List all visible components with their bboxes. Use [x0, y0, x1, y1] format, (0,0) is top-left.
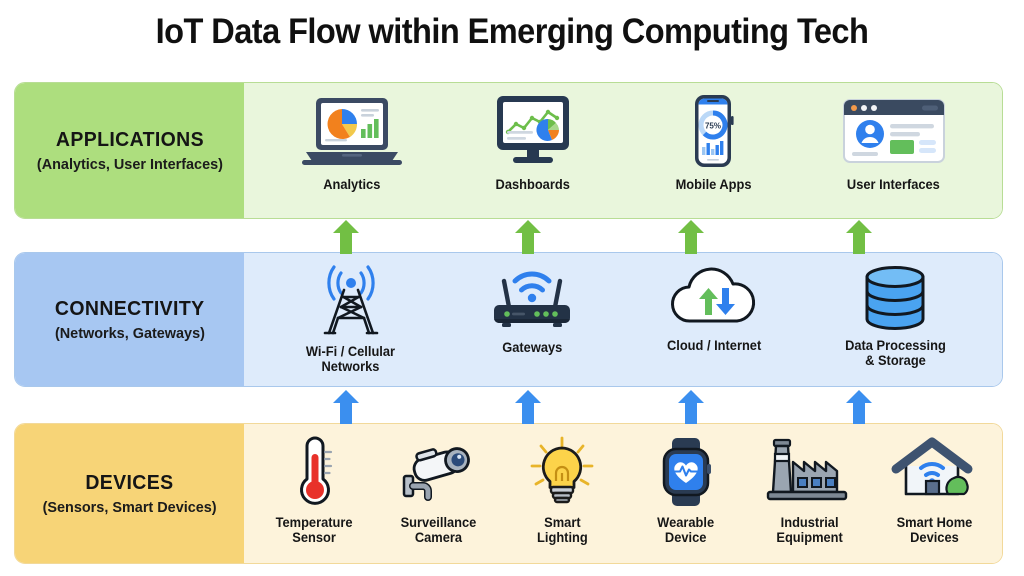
node-gateways-caption: Gateways [502, 340, 563, 355]
node-cloud-internet[interactable]: Cloud / Internet [634, 263, 794, 353]
node-gateways[interactable]: Gateways [452, 263, 612, 355]
page-title: IoT Data Flow within Emerging Computing … [155, 12, 869, 51]
arrow-up-blue-4 [846, 390, 872, 426]
node-smart-home-caption: Smart Home Devices [896, 515, 972, 545]
laptop-pie-bar-chart-icon [298, 94, 406, 172]
layer-applications-title: APPLICATIONS [55, 128, 204, 151]
layer-applications-subtitle: (Analytics, User Interfaces) [36, 156, 223, 173]
layer-connectivity-content: Wi-Fi / Cellular Networks [244, 253, 1002, 386]
node-data-storage-caption: Data Processing & Storage [844, 338, 946, 368]
layer-connectivity: CONNECTIVITY (Networks, Gateways) [14, 252, 1003, 387]
node-smart-lighting[interactable]: Smart Lighting [500, 436, 624, 545]
layer-devices-title: DEVICES [85, 471, 174, 494]
node-mobile-apps[interactable]: 75% Mobile Apps [633, 94, 793, 192]
browser-window-profile-icon [834, 94, 954, 172]
node-user-interfaces-caption: User Interfaces [847, 177, 941, 192]
cctv-camera-icon [392, 436, 484, 510]
cloud-upload-download-icon [660, 263, 768, 333]
layer-devices: DEVICES (Sensors, Smart Devices) [14, 423, 1003, 564]
thermometer-icon [283, 436, 345, 510]
house-wifi-icon [888, 436, 980, 510]
layer-applications-label: APPLICATIONS (Analytics, User Interfaces… [15, 83, 244, 218]
arrow-up-blue-2 [515, 390, 541, 426]
layer-devices-subtitle: (Sensors, Smart Devices) [42, 499, 217, 516]
layer-applications: APPLICATIONS (Analytics, User Interfaces… [14, 82, 1003, 219]
arrow-up-green-1 [333, 220, 359, 256]
layer-applications-content: Analytics [244, 83, 1002, 218]
cell-tower-icon [303, 263, 399, 339]
node-smart-lighting-caption: Smart Lighting [536, 515, 588, 545]
node-surveillance-camera[interactable]: Surveillance Camera [376, 436, 500, 545]
node-wearable-device-caption: Wearable Device [657, 515, 715, 545]
arrow-up-green-3 [678, 220, 704, 256]
mobile-apps-percentage: 75% [705, 122, 721, 131]
node-temperature-sensor[interactable]: Temperature Sensor [252, 436, 376, 545]
light-bulb-icon [524, 436, 600, 510]
monitor-line-pie-chart-icon [479, 94, 587, 172]
layer-devices-label: DEVICES (Sensors, Smart Devices) [15, 424, 244, 563]
node-mobile-apps-caption: Mobile Apps [675, 177, 752, 192]
smartwatch-heart-icon [648, 436, 724, 510]
layer-connectivity-title: CONNECTIVITY [54, 297, 205, 320]
node-dashboards[interactable]: Dashboards [453, 94, 613, 192]
node-wifi-cellular[interactable]: Wi-Fi / Cellular Networks [271, 263, 431, 374]
node-industrial-equipment-caption: Industrial Equipment [776, 515, 844, 545]
layer-connectivity-label: CONNECTIVITY (Networks, Gateways) [15, 253, 244, 386]
node-surveillance-camera-caption: Surveillance Camera [400, 515, 476, 545]
arrow-up-blue-3 [678, 390, 704, 426]
node-wifi-cellular-caption: Wi-Fi / Cellular Networks [306, 344, 396, 374]
node-smart-home[interactable]: Smart Home Devices [872, 436, 996, 545]
factory-icon [762, 436, 858, 510]
database-cylinder-icon [849, 263, 941, 333]
node-dashboards-caption: Dashboards [495, 177, 570, 192]
node-cloud-internet-caption: Cloud / Internet [666, 338, 761, 353]
node-user-interfaces[interactable]: User Interfaces [814, 94, 974, 192]
node-analytics-caption: Analytics [323, 177, 381, 192]
layer-connectivity-subtitle: (Networks, Gateways) [54, 325, 205, 342]
arrow-up-blue-1 [333, 390, 359, 426]
smartphone-donut-chart-icon: 75% [659, 94, 767, 172]
node-industrial-equipment[interactable]: Industrial Equipment [748, 436, 872, 545]
layer-devices-content: Temperature Sensor [244, 424, 1002, 563]
router-wifi-icon [478, 263, 586, 335]
node-wearable-device[interactable]: Wearable Device [624, 436, 748, 545]
node-analytics[interactable]: Analytics [272, 94, 432, 192]
arrow-up-green-4 [846, 220, 872, 256]
node-temperature-sensor-caption: Temperature Sensor [275, 515, 353, 545]
node-data-storage[interactable]: Data Processing & Storage [815, 263, 975, 368]
arrow-up-green-2 [515, 220, 541, 256]
